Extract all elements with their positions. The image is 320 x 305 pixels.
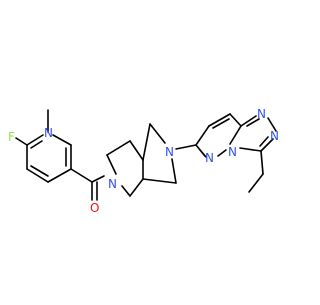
carbonyl-group — [70, 168, 105, 201]
atom-label-triazole-nitrogen-top: N — [257, 107, 266, 121]
pyridine-ring — [26, 134, 72, 183]
atom-label-bridge-nitrogen: N — [228, 145, 237, 159]
fluoro-bond — [15, 137, 28, 146]
pyridazine-ring — [175, 113, 242, 158]
atom-label-bicyclic-nitrogen-right: N — [165, 145, 174, 159]
atom-label-fluorine: F — [8, 130, 15, 144]
ethyl-group — [248, 150, 264, 193]
triazole-ring — [239, 115, 277, 152]
atom-label-pyridazine-nitrogen: N — [205, 151, 214, 165]
atom-label-bicyclic-nitrogen-left: N — [108, 177, 117, 191]
molecule-structure: F N O N N N N N N — [8, 107, 279, 215]
atom-label-triazole-nitrogen-right: N — [270, 129, 279, 143]
structure-canvas: F N O N N N N N N — [8, 107, 279, 215]
atom-label-oxygen: O — [90, 201, 99, 215]
bicyclic-core — [106, 123, 177, 197]
atom-label-pyridine-nitrogen: N — [44, 126, 53, 140]
